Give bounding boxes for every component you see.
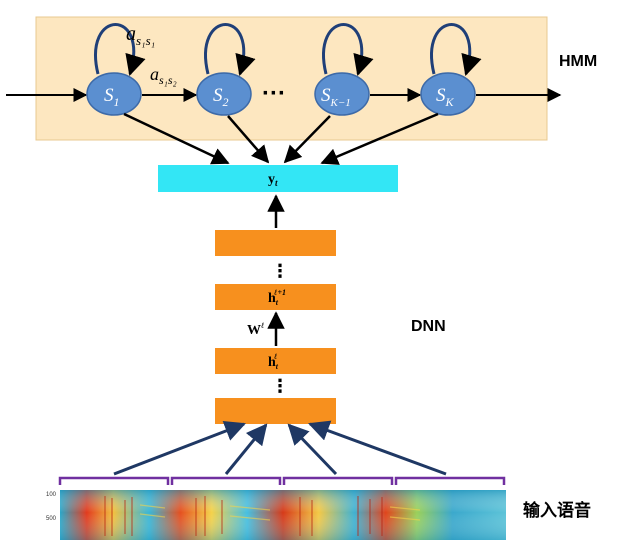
self-loop-s2 bbox=[204, 23, 256, 77]
emission-s1 bbox=[123, 112, 230, 165]
hmm-label: HMM bbox=[559, 53, 597, 70]
output-layer bbox=[158, 165, 398, 192]
self-loop-s1 bbox=[94, 23, 146, 77]
input-layer bbox=[215, 398, 336, 424]
weight-label: Wℓ bbox=[247, 321, 265, 338]
self-loop-sk1 bbox=[322, 23, 374, 77]
emission-sk bbox=[320, 112, 439, 165]
frame-bracket-3 bbox=[282, 476, 394, 485]
frame-arrow-1 bbox=[113, 420, 246, 476]
frame-arrow-4 bbox=[308, 420, 447, 476]
input-spectrogram: 100 500 bbox=[46, 490, 506, 540]
self-transition-label: as₁s₁ bbox=[126, 23, 155, 48]
frame-bracket-1 bbox=[58, 476, 170, 485]
emission-s2 bbox=[227, 115, 270, 164]
svg-text:SK−1: SK−1 bbox=[321, 85, 351, 109]
input-speech-label: 输入语音 bbox=[523, 501, 591, 521]
hidden-label-l-plus-1: htℓ+1 bbox=[268, 288, 286, 307]
vdots-upper: ⋮ bbox=[271, 261, 289, 281]
state-s1: S1 bbox=[86, 72, 142, 116]
frame-bracket-2 bbox=[170, 476, 282, 485]
spectrogram-tick-100: 100 bbox=[46, 492, 57, 498]
hidden-layer-l-plus-1 bbox=[215, 284, 336, 310]
emission-sk1 bbox=[283, 115, 331, 164]
forward-transition-label: as₁s₂ bbox=[150, 64, 177, 87]
hidden-layer-l bbox=[215, 348, 336, 374]
hidden-label-l: htℓ bbox=[268, 352, 279, 371]
state-sk: SK bbox=[420, 72, 476, 116]
frame-arrow-3 bbox=[287, 423, 338, 476]
hidden-layer-top bbox=[215, 230, 336, 256]
frame-bracket-4 bbox=[394, 476, 506, 485]
vdots-lower: ⋮ bbox=[271, 376, 289, 396]
self-loop-sk bbox=[430, 23, 482, 77]
svg-text:SK: SK bbox=[436, 85, 455, 109]
state-s2: S2 bbox=[196, 72, 252, 116]
dnn-label: DNN bbox=[411, 318, 446, 335]
frame-arrow-2 bbox=[224, 423, 268, 475]
svg-text:S1: S1 bbox=[104, 85, 120, 109]
spectrogram-tick-500: 500 bbox=[46, 516, 57, 522]
svg-text:S2: S2 bbox=[213, 85, 229, 109]
output-label: yt bbox=[268, 172, 278, 188]
state-sk-minus-1: SK−1 bbox=[314, 72, 370, 116]
hmm-ellipsis: ··· bbox=[262, 80, 286, 107]
